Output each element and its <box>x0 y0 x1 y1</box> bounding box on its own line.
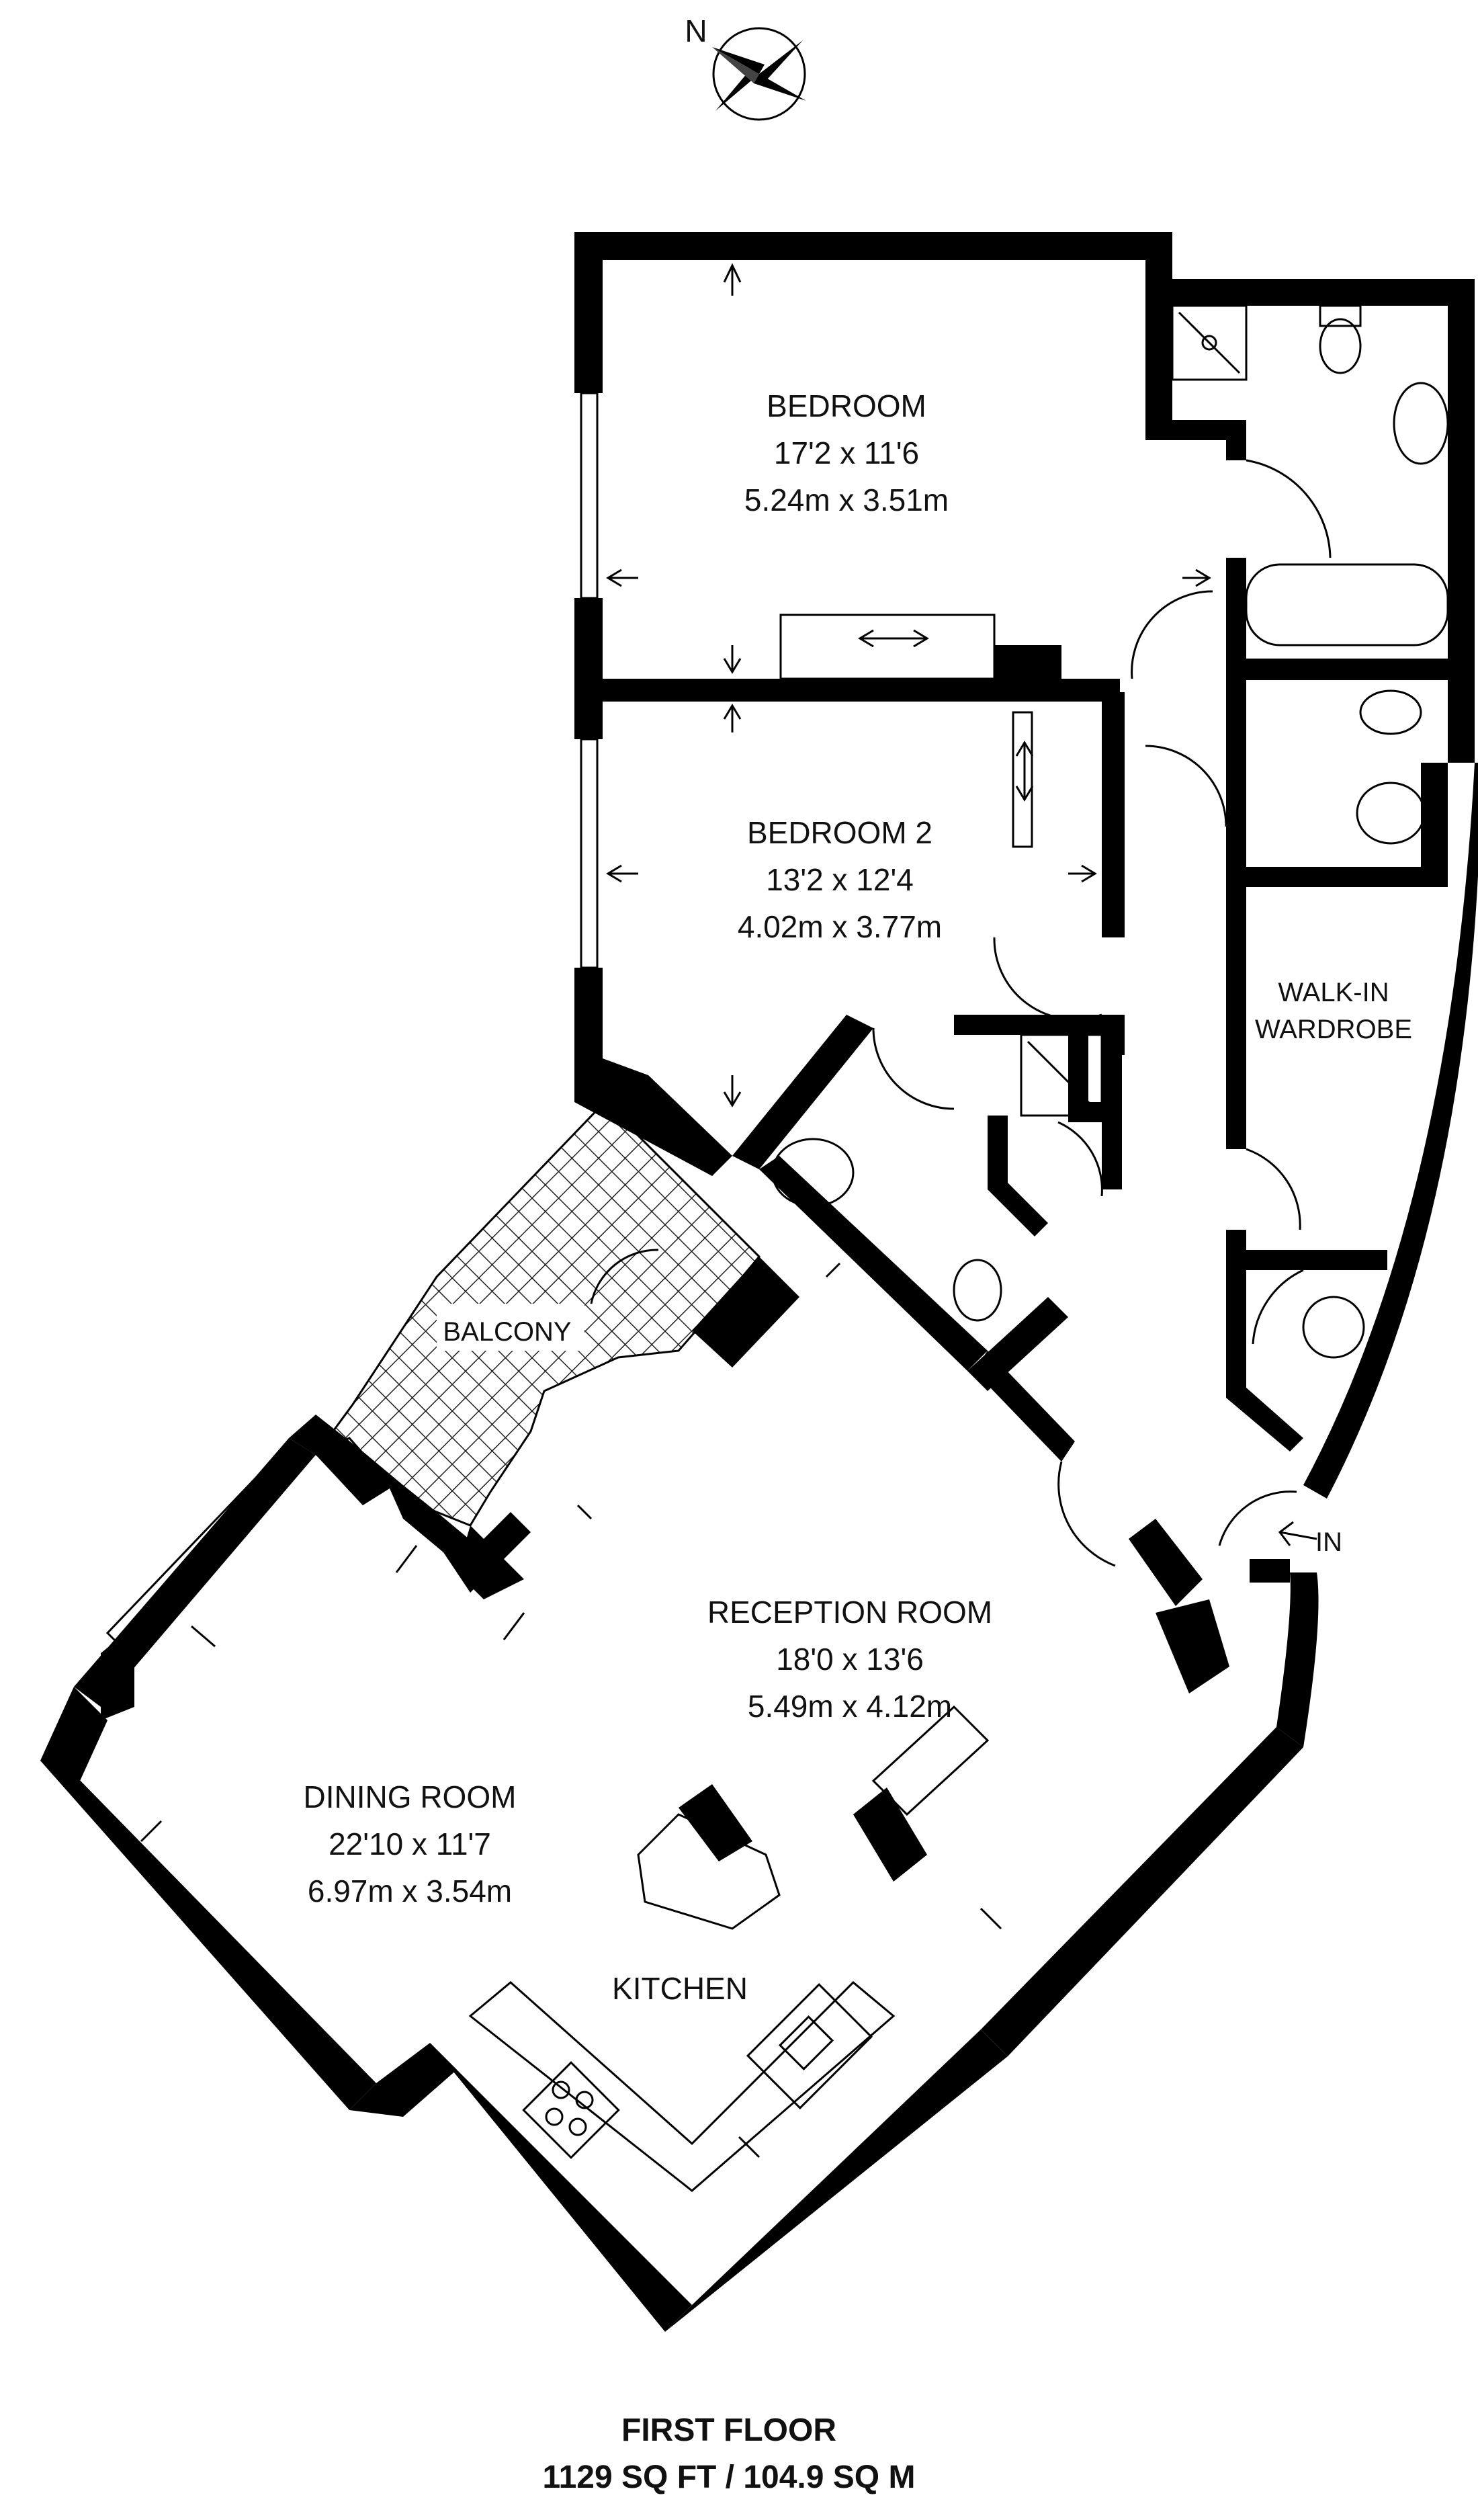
kitchen-worktop <box>468 1980 896 2192</box>
north-label: N <box>685 13 707 48</box>
bedroom-metric: 5.24m x 3.51m <box>744 482 949 517</box>
wardrobe-line2: WARDROBE <box>1255 1015 1412 1044</box>
wardrobe-line1: WALK-IN <box>1278 978 1389 1007</box>
bedroom-name: BEDROOM <box>767 388 926 423</box>
toilet-icon-2 <box>1359 689 1422 735</box>
reception-name: RECEPTION ROOM <box>707 1595 992 1630</box>
bedroom2-name: BEDROOM 2 <box>747 815 932 850</box>
entrance-arrow-icon <box>1278 1521 1317 1546</box>
hob-icon <box>522 2061 620 2159</box>
shower-icon <box>1171 304 1248 381</box>
shower-icon-2 <box>1020 1034 1103 1117</box>
bedroom2-metric: 4.02m x 3.77m <box>738 909 942 944</box>
toilet-icon <box>1319 318 1362 374</box>
dining-imperial: 22'10 x 11'7 <box>329 1826 491 1861</box>
bedroom-imperial: 17'2 x 11'6 <box>774 435 919 470</box>
reception-metric: 5.49m x 4.12m <box>748 1689 952 1724</box>
floor-area: 1129 SQ FT / 104.9 SQ M <box>543 2460 916 2495</box>
floor-title: FIRST FLOOR <box>621 2412 836 2448</box>
compass-rose-icon <box>712 27 806 121</box>
door-swings <box>590 459 1332 1567</box>
dimension-arrows <box>140 263 1211 2158</box>
cupboard-fixture <box>1302 1296 1365 1359</box>
washbasin-icon <box>1393 382 1449 465</box>
kitchen-island <box>637 1813 781 1930</box>
reception-imperial: 18'0 x 13'6 <box>776 1642 924 1677</box>
toilet-icon-3 <box>953 1259 1002 1322</box>
washbasin-icon-2 <box>1356 782 1426 845</box>
dining-name: DINING ROOM <box>304 1779 517 1814</box>
entrance-label: IN <box>1315 1527 1342 1557</box>
kitchen-counter-right <box>871 1705 990 1816</box>
walls <box>40 232 1478 2332</box>
kitchen-name: KITCHEN <box>612 1971 748 2006</box>
dining-metric: 6.97m x 3.54m <box>308 1874 512 1908</box>
bathtub-icon <box>1245 563 1449 646</box>
bedroom2-imperial: 13'2 x 12'4 <box>766 862 914 897</box>
window-left <box>105 1476 267 1645</box>
sink-icon <box>746 1982 873 2110</box>
washbasin-icon-3 <box>771 1138 855 1208</box>
balcony-name: BALCONY <box>443 1317 571 1347</box>
